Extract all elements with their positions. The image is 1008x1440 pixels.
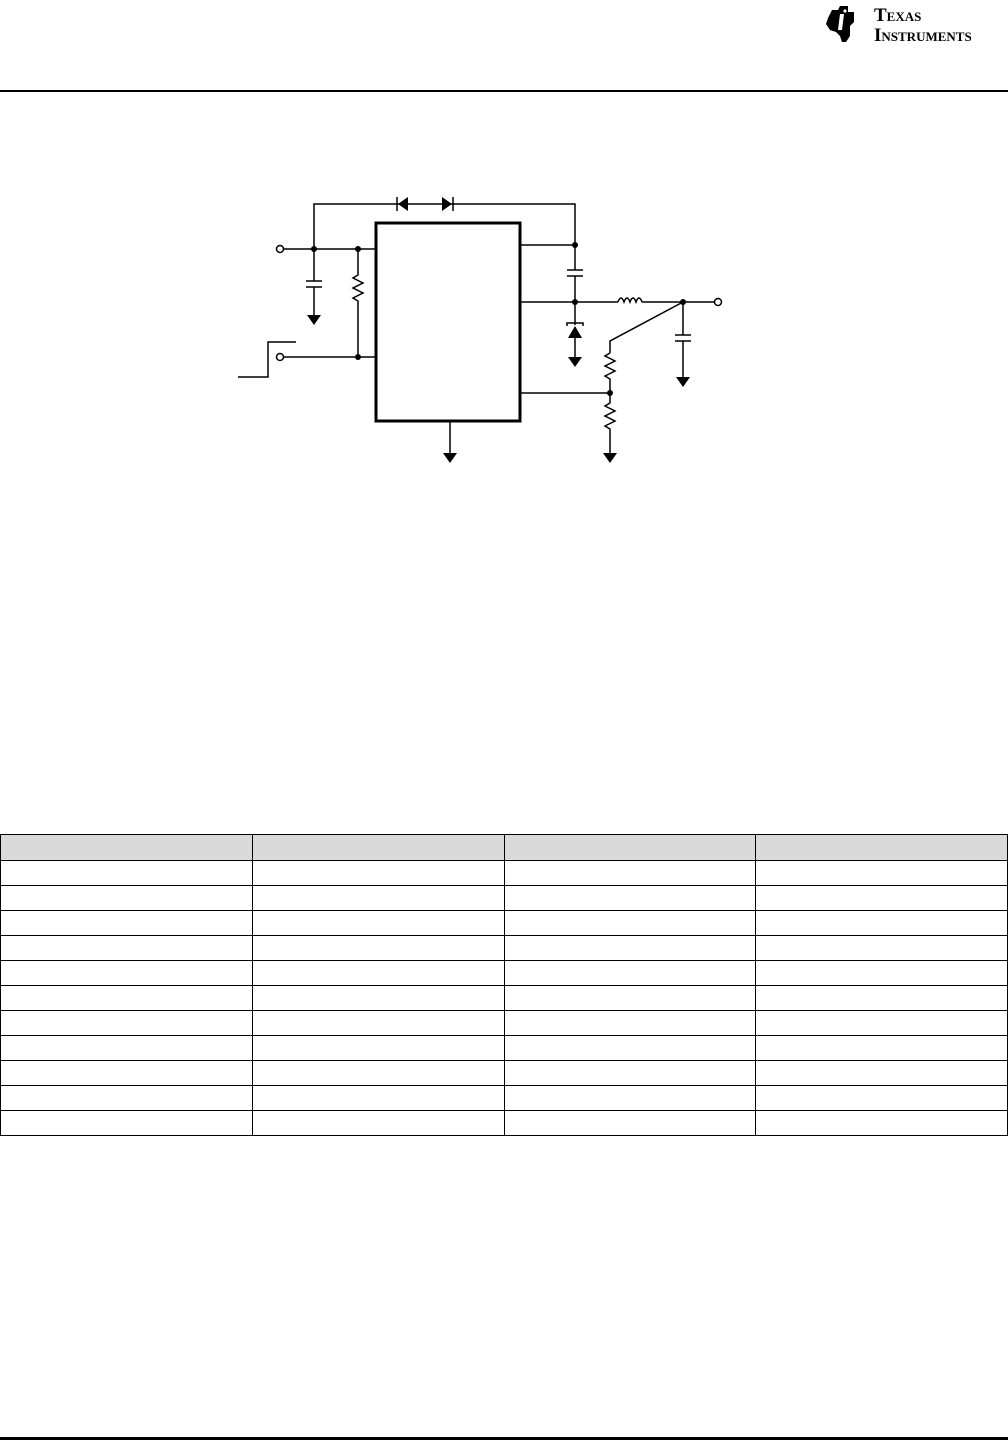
resistor-icon (603, 393, 617, 453)
table-cell (503, 1035, 757, 1061)
table-cell (251, 1110, 505, 1136)
table-cell (0, 1010, 253, 1036)
enable-pulse-icon (238, 341, 296, 378)
ground-icon (603, 453, 617, 463)
schottky-diode-icon (568, 326, 582, 338)
table-cell (755, 935, 1008, 961)
header-rule (0, 90, 1008, 92)
table-cell (0, 935, 253, 961)
ti-logo-icon (826, 6, 854, 42)
table-row (0, 885, 1008, 911)
table-cell (755, 1035, 1008, 1061)
table-cell (251, 935, 505, 961)
column-header (755, 834, 1008, 861)
ground-icon (676, 377, 690, 387)
table-cell (503, 1060, 757, 1086)
table-cell (251, 985, 505, 1011)
table-cell (0, 885, 253, 911)
table-cell (755, 910, 1008, 936)
ground-icon (443, 453, 457, 463)
logo-line-1: Texas (874, 5, 922, 26)
table-row (0, 985, 1008, 1011)
table-cell (251, 960, 505, 986)
table-cell (251, 1060, 505, 1086)
table-cell (251, 1035, 505, 1061)
table-cell (0, 960, 253, 986)
column-header (503, 834, 757, 861)
table-cell (503, 860, 757, 886)
vin-terminal-icon (275, 244, 285, 254)
ti-logo-wordmark: Texas Instruments (874, 6, 972, 46)
table-cell (251, 1085, 505, 1111)
table-cell (503, 935, 757, 961)
ic-block (374, 221, 522, 423)
enable-terminal-icon (275, 352, 285, 362)
table-row (0, 960, 1008, 986)
table-cell (0, 910, 253, 936)
table-cell (503, 985, 757, 1011)
vout-terminal-icon (713, 297, 723, 307)
table-row (0, 1110, 1008, 1136)
column-header (0, 834, 253, 861)
table-cell (0, 985, 253, 1011)
footer-rule (0, 1437, 1008, 1440)
table-cell (755, 985, 1008, 1011)
column-header (251, 834, 505, 861)
resistor-icon (351, 249, 365, 357)
inductor-icon (617, 297, 643, 305)
table-row (0, 910, 1008, 936)
table-cell (503, 1110, 757, 1136)
table-cell (251, 910, 505, 936)
table-cell (755, 960, 1008, 986)
table-cell (503, 910, 757, 936)
table-cell (755, 1085, 1008, 1111)
table-cell (251, 860, 505, 886)
table-cell (503, 1010, 757, 1036)
ground-icon (568, 357, 582, 367)
table-cell (0, 1110, 253, 1136)
table-cell (251, 1010, 505, 1036)
table-header-row (0, 834, 1008, 861)
table-cell (755, 885, 1008, 911)
table-cell (503, 1085, 757, 1111)
table-cell (0, 1085, 253, 1111)
ground-icon (307, 315, 321, 325)
circuit-schematic (238, 197, 723, 463)
logo-line-2: Instruments (874, 25, 972, 46)
table-row (0, 1060, 1008, 1086)
component-table (0, 834, 1008, 1136)
table-cell (755, 860, 1008, 886)
table-row (0, 1035, 1008, 1061)
table-cell (755, 1010, 1008, 1036)
table-cell (0, 1035, 253, 1061)
diode-right-icon (442, 197, 454, 211)
table-cell (503, 960, 757, 986)
table-row (0, 935, 1008, 961)
bootstrap-wire (313, 203, 576, 249)
table-row (0, 1010, 1008, 1036)
table-cell (755, 1110, 1008, 1136)
table-row (0, 1085, 1008, 1111)
table-cell (755, 1060, 1008, 1086)
table-cell (0, 860, 253, 886)
table-cell (503, 885, 757, 911)
table-row (0, 860, 1008, 886)
table-cell (0, 1060, 253, 1086)
diode-left-icon (396, 197, 408, 211)
table-cell (251, 885, 505, 911)
resistor-icon (603, 352, 617, 393)
